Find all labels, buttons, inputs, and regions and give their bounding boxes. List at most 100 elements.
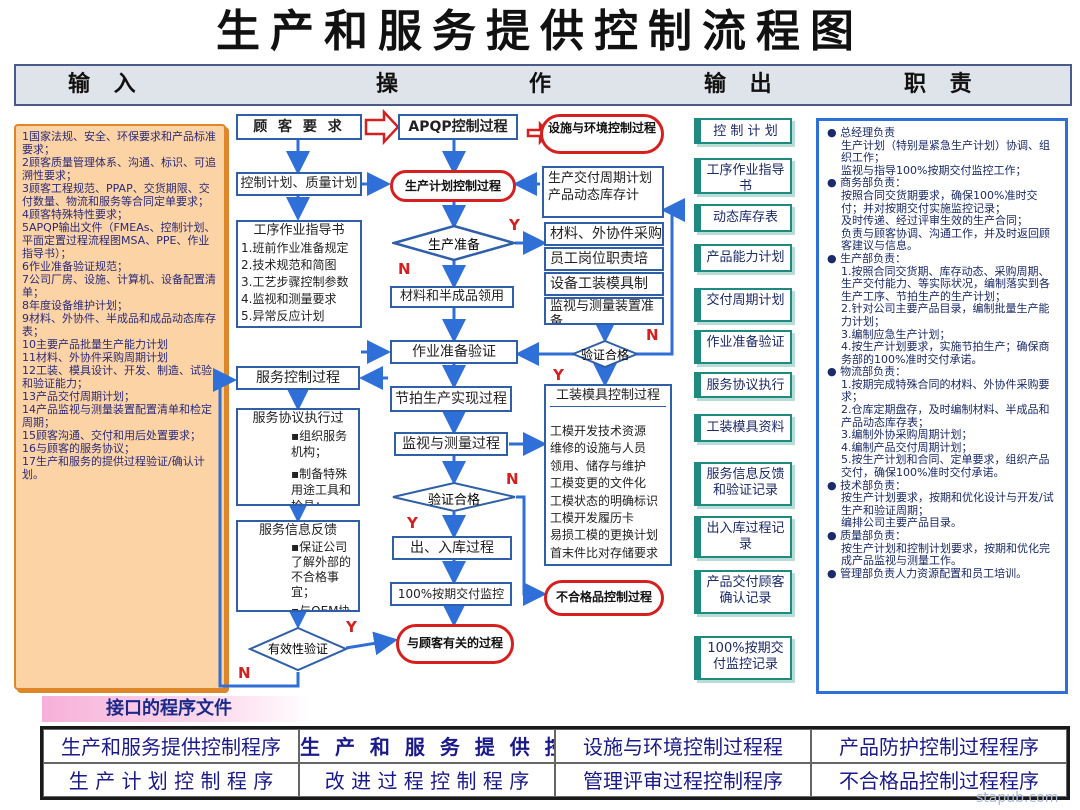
- tooling-item: 领用、储存与维护: [550, 458, 647, 473]
- input-item: 2顾客质量管理体系、沟通、标识、可追溯性要求；: [22, 156, 216, 182]
- work-instruction-item: 2.技术规范和简图: [241, 258, 337, 272]
- service-agreement-item: ▪制备特殊用途工具和检具；: [291, 467, 352, 506]
- input-item: 3顾客工程规范、PPAP、交货期限、交付数量、物流和服务等合同定单要求；: [22, 182, 210, 208]
- input-item: 12工装、模具设计、开发、制造、试验和验证能力；: [22, 364, 212, 390]
- facility-environment-oval: 设施与环境控制过程: [540, 114, 664, 154]
- production-prep-diamond: 生产准备: [427, 238, 480, 253]
- output-item: 工装模具资料: [694, 414, 792, 442]
- tooling-item: 维修的设施与人员: [550, 441, 647, 456]
- responsibility-heading: ● 商务部负责：: [827, 176, 907, 190]
- no-marker-1: N: [398, 260, 411, 278]
- responsibility-line: 3.编制外协采购周期计划；: [841, 428, 973, 442]
- staff-training-box: 员工岗位职责培: [544, 247, 664, 271]
- output-item: 控 制 计 划: [694, 118, 792, 144]
- input-item: 14产品监视与测量装置配置清单和检定周期；: [22, 403, 212, 429]
- responsibility-line: 编排公司主要产品目录。: [841, 516, 962, 530]
- service-feedback-item: ▪与OEM协议处理: [291, 604, 351, 612]
- work-instruction-item: 1.班前作业准备规定: [241, 241, 349, 255]
- responsibility-line: 生产计划（特别是紧急生产计划）协调、组织工作；: [841, 138, 1050, 165]
- output-item: 产品交付顾客确认记录: [694, 570, 792, 614]
- tooling-item: 工模变更的文件化: [550, 476, 647, 491]
- tooling-item: 工模开发履历卡: [550, 511, 635, 526]
- responsibility-line: 监视与指导100%按期交付监控工作；: [841, 163, 1027, 177]
- input-item: 17生产和服务的提供过程验证/确认计划。: [22, 455, 205, 481]
- header-input: 输 入: [68, 72, 144, 97]
- delivery-plan-text: 生产交付周期计划: [548, 171, 653, 186]
- work-instruction-item: 3.工艺步骤控制参数: [241, 275, 349, 289]
- service-feedback-title: 服务信息反馈: [258, 523, 337, 538]
- responsibility-heading: ● 生产部负责：: [827, 251, 907, 265]
- input-item: 11材料、外协件采购周期计划: [22, 351, 168, 364]
- nonconforming-control-oval: 不合格品控制过程: [544, 580, 664, 616]
- service-agreement-box: 服务协议执行过 ▪组织服务机构；▪制备特殊用途工具和检具；: [236, 408, 360, 506]
- responsibility-line: 1.按期完成特殊合同的材料、外协件采购要求；: [841, 377, 1050, 404]
- responsibility-heading: ● 物流部负责：: [827, 365, 907, 379]
- no-marker-4: N: [238, 664, 251, 682]
- service-feedback-box: 服务信息反馈 ▪保证公司了解外部的不合格事宜； ▪与OEM协议处理: [236, 520, 360, 612]
- responsibility-line: 4.编制产品交付周期计划；: [841, 440, 973, 454]
- work-instruction-item: 5.异常反应计划: [241, 309, 325, 323]
- interface-doc-cell: 生产和服务提供控制程序: [43, 729, 299, 763]
- yes-marker-1: Y: [509, 216, 520, 234]
- work-instruction-item: 4.监视和测量要求: [241, 292, 337, 306]
- responsibility-heading: ● 技术部负责：: [827, 478, 907, 492]
- verify-ok-diamond-1: 验证合格: [580, 348, 629, 362]
- no-marker-2: N: [646, 326, 659, 344]
- input-item: 16与顾客的服务协议；: [22, 442, 135, 455]
- input-panel: 1国家法规、安全、环保要求和产品标准要求；2顾客质量管理体系、沟通、标识、可追溯…: [14, 124, 226, 690]
- in-out-store-box: 出、入库过程: [392, 536, 512, 560]
- measurement-device-box: 监视与测量装置准备: [544, 297, 664, 325]
- interface-doc-cell: 不合格品控制过程程序: [811, 763, 1067, 797]
- output-item: 出入库过程记录: [694, 516, 792, 558]
- input-item: 6作业准备验证规范；: [22, 260, 128, 273]
- page-title: 生产和服务提供控制流程图: [216, 6, 864, 57]
- apqp-process-box: APQP控制过程: [398, 114, 518, 140]
- control-plan-box: 控制计划、质量计划: [236, 172, 362, 196]
- input-item: 1国家法规、安全、环保要求和产品标准要求；: [22, 130, 216, 156]
- tooling-item: 工模状态的明确标识: [550, 493, 659, 508]
- input-item: 15顾客沟通、交付和用后处置要求；: [22, 429, 201, 442]
- responsibility-heading: ● 管理部负责人力资源配置和员工培训。: [827, 566, 1028, 580]
- column-header-bar: 输 入 操 作 输 出 职 责: [14, 64, 1072, 106]
- production-plan-control-oval: 生产计划控制过程: [390, 170, 516, 202]
- responsibility-line: 4.按生产计划要求，实施节拍生产；确保商务部的100%准时交付承诺。: [841, 340, 1050, 366]
- tooling-item: 易损工模的更换计划: [550, 528, 659, 543]
- verify-ok-diamond-1-shape: [572, 340, 638, 368]
- yes-marker-4: Y: [346, 618, 357, 636]
- responsibility-line: 按照合同交货期要求，确保100%准时交付；并对按期交付实施监控记录；: [841, 188, 1038, 215]
- interface-doc-cell: 生 产 和 服 务 提 供 控: [299, 729, 555, 763]
- output-item: 服务信息反馈和验证记录: [694, 462, 792, 506]
- service-agreement-title: 服务协议执行过: [252, 411, 344, 426]
- no-marker-3: N: [506, 470, 519, 488]
- watermark: stapub.com: [976, 790, 1059, 806]
- output-item: 作业准备验证: [694, 330, 792, 364]
- header-operation-1: 操: [376, 72, 407, 97]
- equipment-tooling-box: 设备工装模具制: [544, 272, 664, 296]
- interface-docs-table: 生产和服务提供控制程序生 产 和 服 务 提 供 控设施与环境控制过程程产品防护…: [40, 726, 1070, 800]
- interface-doc-cell: 管理评审过程控制程序: [555, 763, 811, 797]
- interface-doc-cell: 改 进 过 程 控 制 程 序: [299, 763, 555, 797]
- input-item: 13产品交付周期计划；: [22, 390, 135, 403]
- responsibility-line: 3.编制应急生产计划；: [841, 327, 951, 341]
- interface-doc-cell: 设施与环境控制过程程: [555, 729, 811, 763]
- material-pick-box: 材料和半成品领用: [390, 286, 514, 308]
- service-control-box: 服务控制过程: [236, 366, 360, 390]
- customer-requirements-box: 顾 客 要 求: [236, 114, 362, 140]
- verify-ok-diamond-2: 验证合格: [427, 493, 480, 508]
- responsibility-line: 按生产计划和控制计划要求，按期和优化完成产品监视与测量工作。: [841, 541, 1050, 568]
- output-item: 产品能力计划: [694, 244, 792, 272]
- verify-ok-diamond-2-shape: [392, 482, 516, 512]
- output-item: 动态库存表: [694, 204, 792, 232]
- responsibility-heading: ● 质量部负责：: [827, 529, 907, 542]
- responsibilities-panel: ● 总经理负责生产计划（特别是紧急生产计划）协调、组织工作；监视与指导100%按…: [816, 118, 1068, 694]
- on-time-delivery-monitor-box: 100%按期交付监控: [390, 582, 512, 606]
- service-feedback-item: ▪保证公司了解外部的不合格事宜；: [291, 540, 352, 599]
- input-item: 5APQP输出文件（FMEAs、控制计划、平面定置过程流程图MSA、PPE、作业…: [22, 221, 216, 260]
- interface-docs-label: 接口的程序文件: [42, 696, 312, 722]
- responsibility-line: 2.仓库定期盘存，及时编制材料、半成品和产品动态库存表；: [841, 403, 1050, 429]
- tooling-control-title: 工装模具控制过程: [550, 386, 666, 407]
- tooling-control-box: 工装模具控制过程 工模开发技术资源维修的设施与人员领用、储存与维护工模变更的文件…: [544, 384, 672, 566]
- yes-marker-2: Y: [553, 366, 564, 384]
